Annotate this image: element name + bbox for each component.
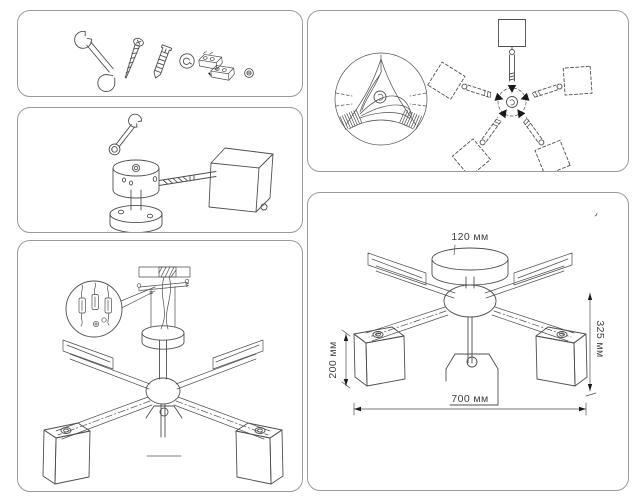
- front-arms-drawing: [366, 307, 574, 341]
- dimension-total-height: 325 мм: [586, 293, 606, 396]
- mounting-bracket-icon: [137, 279, 189, 327]
- arm-top: [499, 20, 526, 93]
- dimension-total-width-label: 700 мм: [451, 393, 488, 405]
- panel-dimensions: 120 мм 200 мм 325 мм 700 мм: [307, 192, 629, 491]
- front-shade-cutaway: [446, 213, 597, 405]
- arm-lower-left: [449, 109, 507, 171]
- dimension-shade-height-label: 200 мм: [327, 341, 339, 378]
- wiring-detail-magnifier: [335, 53, 427, 145]
- canopy-icon: [142, 326, 184, 349]
- threaded-arm-icon: [159, 172, 216, 186]
- ceiling-mount-drawing: [18, 241, 302, 491]
- wall-anchor-icon: [151, 45, 172, 80]
- cube-shade-icon: [43, 423, 90, 484]
- arm-upper-left: [426, 60, 504, 101]
- panel-hardware: [17, 10, 303, 97]
- panel-arm-wiring: [307, 10, 629, 172]
- terminal-detail-magnifier: [66, 281, 155, 337]
- lock-washer-icon: [180, 54, 194, 68]
- center-hub-icon: [146, 340, 180, 404]
- dimension-total-height-label: 325 мм: [594, 320, 606, 357]
- cube-shade-icon: [236, 423, 283, 484]
- dimension-total-width: 700 мм: [354, 393, 586, 415]
- terminal-block-icon: [198, 50, 235, 82]
- panel-hub-assembly: [17, 107, 303, 233]
- base-plate-icon: [110, 190, 162, 232]
- panel-ceiling-mount: [17, 240, 303, 492]
- canopy-icon: [432, 248, 508, 285]
- arm-wiring-drawing: [308, 11, 628, 171]
- wires-drawing: [161, 277, 171, 329]
- cube-shade-icon: [536, 327, 587, 386]
- cube-shade-icon: [209, 148, 273, 212]
- rear-arms-drawing: [368, 253, 572, 298]
- dimension-canopy: 120 мм: [451, 231, 488, 255]
- front-shade-cutaway: [146, 404, 182, 456]
- center-hub-icon: [444, 277, 496, 317]
- ceiling-icon: [139, 267, 190, 277]
- hub-assembly-drawing: [18, 108, 302, 232]
- dimension-shade-height: 200 мм: [327, 330, 350, 388]
- dimension-canopy-label: 120 мм: [451, 231, 488, 243]
- five-arm-top-view: [426, 20, 598, 172]
- rear-arms-drawing: [63, 340, 263, 389]
- wrench-icon: [105, 112, 145, 157]
- wrench-icon: [64, 29, 125, 95]
- arm-upper-right: [520, 60, 599, 101]
- cap-nut-icon: [245, 69, 254, 78]
- dimensions-drawing: 120 мм 200 мм 325 мм 700 мм: [327, 193, 606, 490]
- front-arms-drawing: [56, 397, 270, 439]
- hardware-drawing: [18, 11, 302, 96]
- center-hub-icon: [113, 160, 159, 198]
- mounting-screw-icon: [121, 37, 145, 80]
- arm-lower-right: [517, 109, 575, 171]
- cube-shade-icon: [354, 327, 405, 386]
